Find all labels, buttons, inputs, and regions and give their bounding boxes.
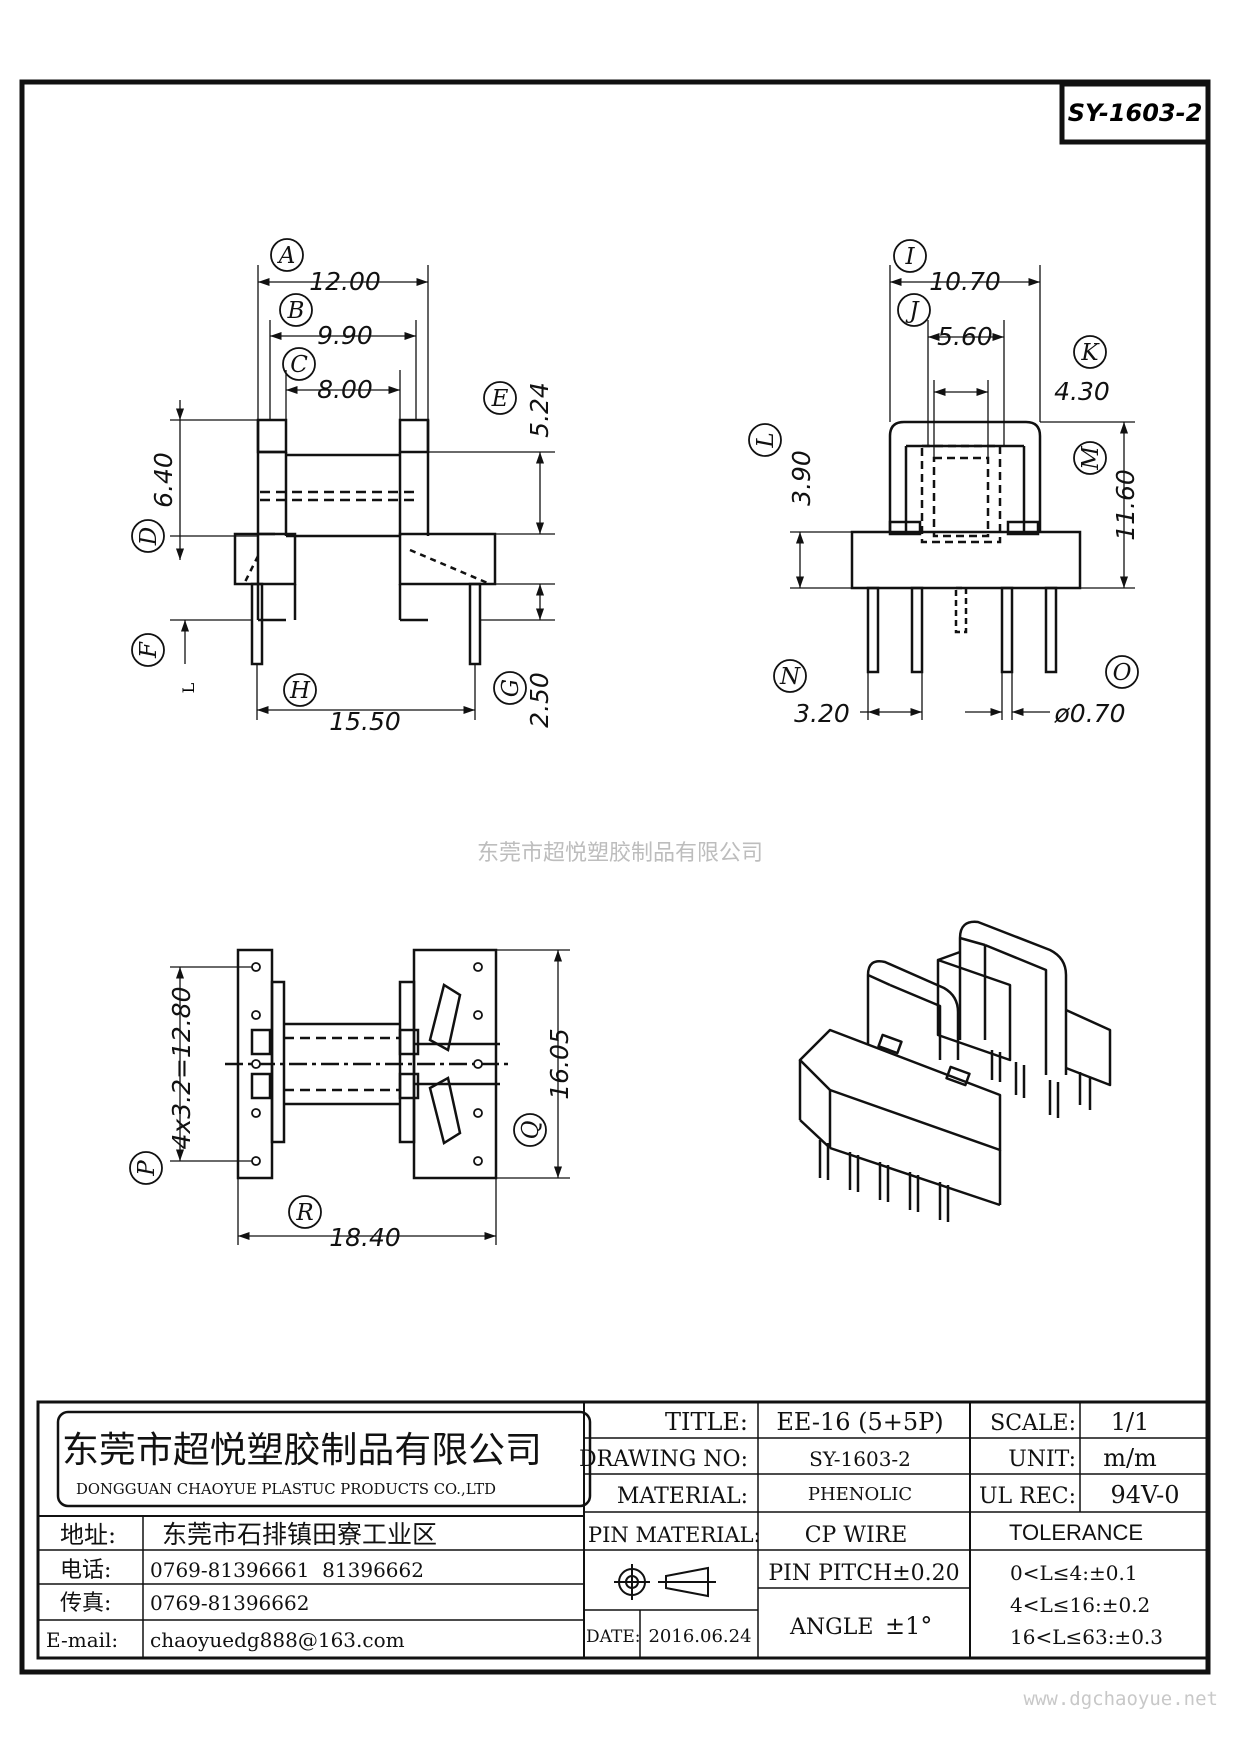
svg-text:E: E (491, 386, 509, 412)
bottom-view (225, 948, 510, 1180)
footer-url: www.dgchaoyue.net (1024, 1688, 1218, 1710)
dim-h-value: 15.50 (329, 707, 401, 736)
date-value: 2016.06.24 (648, 1626, 751, 1647)
svg-text:M: M (1078, 445, 1104, 471)
address-value: 东莞市石排镇田寮工业区 (162, 1520, 437, 1549)
email-value: chaoyuedg888@163.com (150, 1628, 405, 1652)
phone-value: 0769-81396661 81396662 (150, 1558, 424, 1582)
dim-o-value: ø0.70 (1054, 699, 1126, 728)
svg-text:Q: Q (518, 1120, 544, 1139)
dim-a-value: 12.00 (309, 267, 381, 296)
tolerance-label: TOLERANCE (1009, 1520, 1143, 1545)
outer-frame (19, 79, 1211, 1675)
dim-f-value: L (179, 682, 198, 693)
svg-text:F: F (136, 641, 162, 659)
bottom-view-dims (170, 949, 570, 1245)
ul-label: UL REC: (979, 1484, 1076, 1509)
phone-label: 电话: (60, 1558, 111, 1583)
dim-j-value: 5.60 (937, 322, 993, 351)
dim-i-value: 10.70 (929, 267, 1001, 296)
tolerance-1: 0<L≤4:±0.1 (1010, 1561, 1138, 1585)
date-label: DATE: (586, 1627, 640, 1647)
svg-text:D: D (136, 527, 162, 546)
title-block: 东莞市超悦塑胶制品有限公司 DONGGUAN CHAOYUE PLASTUC P… (36, 1400, 1210, 1660)
material-value: PHENOLIC (808, 1484, 912, 1505)
scale-value: 1/1 (1111, 1408, 1150, 1436)
isometric-view (798, 920, 1112, 1222)
svg-text:A: A (277, 243, 296, 269)
svg-text:I: I (904, 244, 915, 270)
dim-k-value: 4.30 (1054, 377, 1110, 406)
front-view (233, 418, 497, 666)
angle-label: ANGLE (789, 1615, 873, 1640)
fax-value: 0769-81396662 (150, 1591, 309, 1615)
dim-b-value: 9.90 (317, 321, 373, 350)
svg-text:G: G (498, 679, 524, 697)
svg-text:O: O (1113, 660, 1132, 686)
email-label: E-mail: (46, 1628, 118, 1652)
svg-text:B: B (287, 298, 305, 324)
company-name-cn: 东莞市超悦塑胶制品有限公司 (62, 1430, 542, 1471)
dim-e-value: 5.24 (525, 382, 554, 438)
tolerance-2: 4<L≤16:±0.2 (1010, 1593, 1150, 1617)
side-view-labels: I 10.70 J 5.60 K 4.30 L 3.90 M 11.60 N 3… (748, 239, 1140, 728)
material-label: MATERIAL: (617, 1484, 748, 1509)
svg-text:P: P (134, 1160, 160, 1177)
svg-text:H: H (289, 678, 311, 704)
drawing-id-box: SY-1603-2 (1059, 81, 1211, 145)
front-view-labels: A 12.00 B 9.90 C 8.00 E 5.24 6.40 D F L … (131, 238, 554, 736)
title-value: EE-16 (5+5P) (776, 1408, 943, 1436)
address-label: 地址: (60, 1521, 116, 1549)
dim-d-value: 6.40 (149, 452, 178, 508)
pin-pitch: PIN PITCH±0.20 (768, 1561, 959, 1586)
dim-m-value: 11.60 (1111, 469, 1140, 541)
unit-label: UNIT: (1008, 1447, 1076, 1472)
bottom-view-pin-holes (251, 962, 483, 1166)
pin-material-label: PIN MATERIAL: (588, 1523, 761, 1547)
drawing-id: SY-1603-2 (1068, 99, 1203, 127)
dim-r-value: 18.40 (329, 1223, 401, 1252)
svg-text:N: N (779, 664, 801, 690)
scale-label: SCALE: (990, 1411, 1076, 1436)
svg-text:J: J (905, 298, 920, 324)
svg-text:L: L (753, 432, 779, 448)
pin-material-value: CP WIRE (805, 1523, 908, 1548)
side-view-dims (790, 265, 1135, 720)
dim-q-value: 16.05 (545, 1028, 574, 1100)
dim-n-value: 3.20 (794, 699, 850, 728)
dim-l-value: 3.90 (787, 450, 816, 506)
dim-p-value: 4x3.2=12.80 (167, 987, 196, 1150)
drawing-no-label: DRAWING NO: (579, 1447, 748, 1472)
bottom-view-labels: 4x3.2=12.80 P 16.05 Q R 18.40 (129, 987, 574, 1252)
dim-g-value: 2.50 (525, 672, 554, 728)
ul-value: 94V-0 (1110, 1481, 1179, 1509)
angle-value: ±1° (885, 1612, 932, 1640)
side-view (850, 420, 1082, 674)
svg-text:K: K (1080, 340, 1100, 366)
fax-label: 传真: (60, 1591, 111, 1616)
front-view-dims (170, 265, 555, 720)
tolerance-3: 16<L≤63:±0.3 (1010, 1625, 1163, 1649)
svg-text:C: C (290, 352, 308, 378)
unit-value: m/m (1103, 1444, 1157, 1472)
watermark: 东莞市超悦塑胶制品有限公司 (477, 841, 763, 866)
svg-text:R: R (295, 1200, 313, 1226)
dim-c-value: 8.00 (317, 375, 373, 404)
company-box (56, 1410, 592, 1508)
company-name-en: DONGGUAN CHAOYUE PLASTUC PRODUCTS CO.,LT… (76, 1480, 496, 1498)
drawing-no-value: SY-1603-2 (809, 1447, 911, 1471)
title-label: TITLE: (665, 1408, 748, 1436)
projection-symbol (614, 1564, 716, 1600)
